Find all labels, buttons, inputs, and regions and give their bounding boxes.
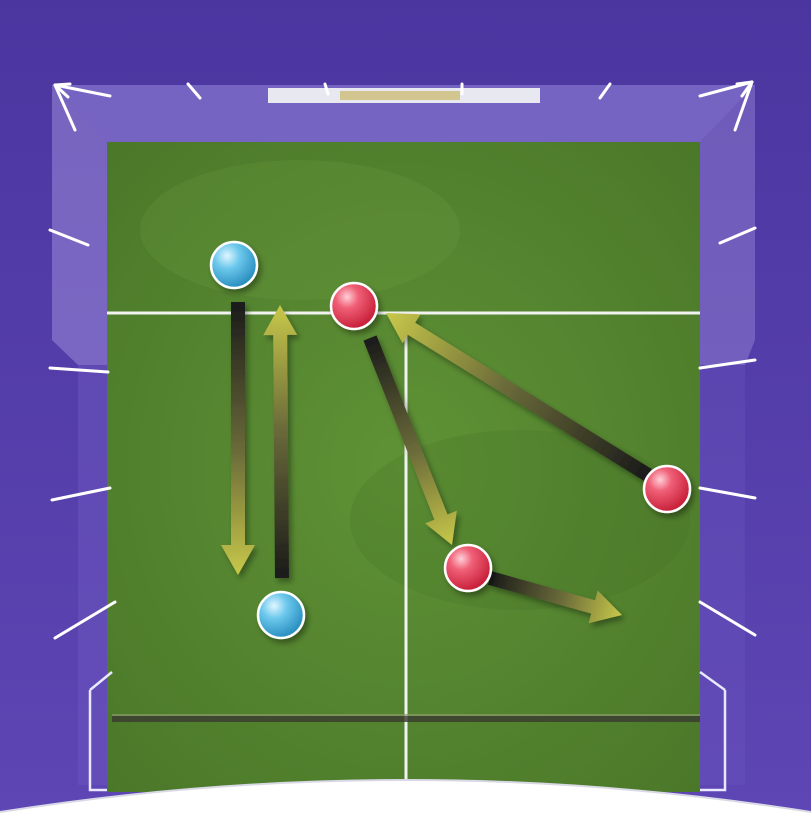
front-wall-board-logo [340, 91, 460, 100]
right-lower-panel [700, 365, 745, 785]
red-player-right [644, 466, 690, 512]
red-player-top [331, 283, 377, 329]
red-player-middle [445, 545, 491, 591]
blue-player-top [211, 242, 257, 288]
blue-player-bottom [258, 592, 304, 638]
floor-mottle [140, 160, 460, 300]
left-lower-panel [78, 365, 107, 785]
